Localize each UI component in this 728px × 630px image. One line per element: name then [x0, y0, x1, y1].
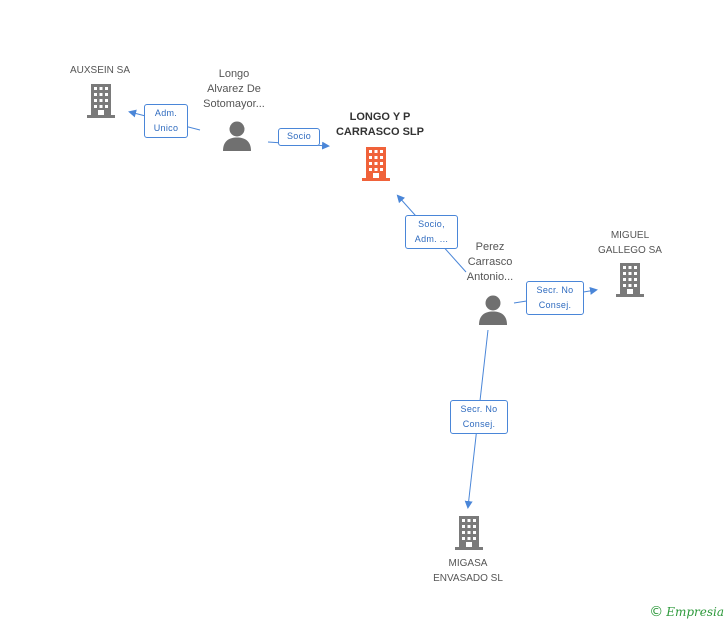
edge-label-socio-adm[interactable]: Socio, Adm. ...	[405, 215, 458, 249]
node-label-perez[interactable]: Perez Carrasco Antonio...	[466, 241, 514, 283]
node-label-miguel[interactable]: MIGUEL GALLEGO SA	[598, 230, 662, 256]
edge-label-secr-migasa[interactable]: Secr. No Consej.	[450, 400, 508, 434]
node-label-migasa[interactable]: MIGASA ENVASADO SL	[433, 558, 503, 584]
building-icon-auxsein[interactable]	[85, 84, 117, 118]
copyright-icon: ©	[649, 604, 664, 620]
node-label-auxsein[interactable]: AUXSEIN SA	[69, 65, 131, 76]
node-label-longo-alvarez[interactable]: Longo Alvarez De Sotomayor...	[203, 68, 265, 110]
building-icon-longo-y-p[interactable]	[360, 147, 392, 181]
node-label-longo-y-p[interactable]: LONGO Y P CARRASCO SLP	[335, 111, 424, 138]
building-icon-miguel[interactable]	[614, 263, 646, 297]
brand-logo: ©Empresia	[649, 604, 724, 620]
edge-label-adm-unico[interactable]: Adm. Unico	[144, 104, 188, 138]
edge-label-socio[interactable]: Socio	[278, 128, 320, 146]
edge-label-secr-miguel[interactable]: Secr. No Consej.	[526, 281, 584, 315]
building-icon-migasa[interactable]	[453, 516, 485, 550]
person-icon-perez[interactable]	[477, 295, 509, 325]
brand-name: Empresia	[666, 605, 724, 619]
person-icon-longo-alvarez[interactable]	[221, 121, 253, 151]
